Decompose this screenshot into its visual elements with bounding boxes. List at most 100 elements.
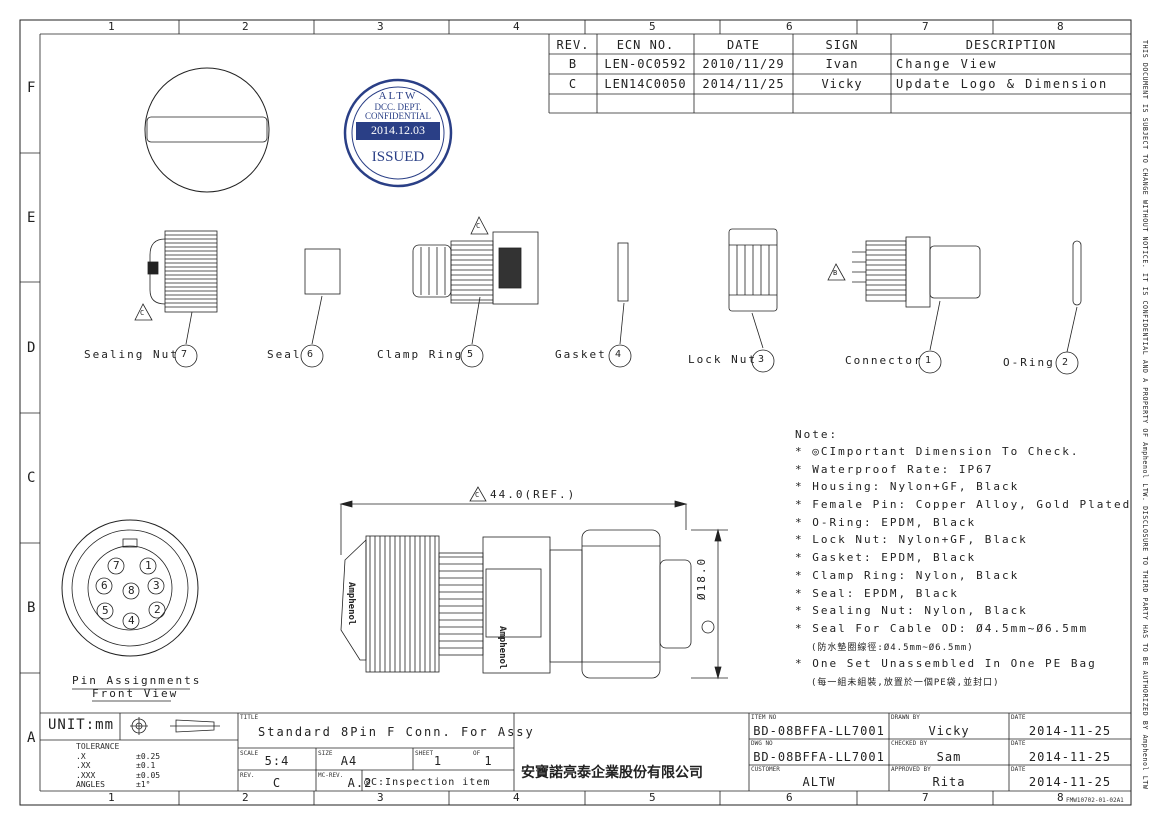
- revision-cell: LEN-0C0592: [604, 57, 687, 71]
- stamp-date: 2014.12.03: [371, 123, 425, 137]
- revision-cell: B: [568, 57, 578, 71]
- pin-number: 7: [113, 559, 120, 572]
- note-item: * O-Ring: EPDM, Black: [795, 515, 977, 529]
- notes-block: Note: * ◎CImportant Dimension To Check. …: [795, 428, 1131, 693]
- gasket-drawing: [617, 242, 629, 302]
- item-no-label: ITEM NO: [751, 714, 777, 721]
- sheet-value: 1: [433, 754, 443, 768]
- row-label: E: [27, 210, 38, 226]
- connector-drawing: [852, 236, 981, 308]
- col-label: 3: [377, 20, 386, 33]
- marker-c: C: [475, 491, 480, 499]
- revision-cell: Change View: [896, 57, 998, 71]
- part-number: 3: [758, 354, 765, 365]
- revision-cell: Vicky: [821, 77, 863, 91]
- note-item: * One Set Unassembled In One PE Bag: [795, 657, 1097, 671]
- note-item: * Housing: Nylon+GF, Black: [795, 480, 1020, 494]
- part-number: 1: [925, 355, 932, 366]
- approved-value: Rita: [932, 775, 966, 789]
- of-label: OF: [473, 750, 481, 757]
- date-value: 2014-11-25: [1028, 750, 1112, 764]
- col-label: 7: [922, 20, 931, 33]
- approved-label: APPROVED BY: [891, 766, 931, 773]
- note-item: * Seal: EPDM, Black: [795, 586, 959, 600]
- revision-cell: Update Logo & Dimension: [896, 77, 1109, 91]
- length-dimension: 44.0(REF.): [490, 488, 577, 501]
- col-label: 2: [242, 791, 251, 804]
- note-item: (每一組未組裝,放置於一個PE袋,並封口): [811, 677, 1000, 688]
- note-item: * Waterproof Rate: IP67: [795, 462, 994, 476]
- marker-c: C: [140, 309, 145, 317]
- top-view-cap: [144, 67, 270, 193]
- date-label: DATE: [1011, 714, 1026, 721]
- callout-circles: [174, 344, 1079, 375]
- mcrev-value: A.2: [347, 776, 373, 790]
- of-value: 1: [484, 754, 493, 768]
- lock-nut-drawing: [728, 228, 778, 312]
- rev-label: REV.: [240, 772, 255, 779]
- title-block-lines: [40, 712, 1131, 791]
- mcrev-label: MC-REV.: [318, 772, 344, 779]
- issued-stamp: [343, 78, 453, 188]
- row-label: D: [27, 340, 38, 356]
- scale-label: SCALE: [240, 750, 259, 757]
- revision-cell: C: [568, 77, 578, 91]
- pin-number: 8: [128, 584, 135, 597]
- part-number: 5: [467, 349, 474, 360]
- date-value: 2014-11-25: [1028, 775, 1112, 789]
- part-label-sealing-nut: Sealing Nut: [84, 348, 179, 361]
- notes-title: Note:: [795, 428, 839, 441]
- part-label-seal: Seal: [267, 348, 302, 361]
- row-label: C: [27, 470, 38, 486]
- note-item: * Seal For Cable OD: Ø4.5mm~Ø6.5mm: [795, 621, 1089, 635]
- drawing-title: Standard 8Pin F Conn. For Assy: [258, 725, 535, 739]
- part-number: 7: [181, 349, 188, 360]
- pin-number: 6: [101, 579, 108, 592]
- pin-number: 3: [153, 579, 160, 592]
- row-ticks: [20, 152, 40, 674]
- diameter-dimension: Ø18.0: [695, 556, 708, 600]
- customer-value: ALTW: [802, 775, 836, 789]
- revision-cell: 2010/11/29: [702, 57, 785, 71]
- col-label: 1: [108, 791, 117, 804]
- tolerance-label: .X: [76, 752, 86, 761]
- triangle-markers: [134, 216, 846, 502]
- col-label: 8: [1057, 20, 1066, 33]
- pin-assignments-title: Pin Assignments: [72, 674, 202, 687]
- rev-header: REV.: [556, 38, 590, 52]
- scale-value: 5:4: [264, 754, 290, 768]
- row-label: F: [27, 80, 38, 96]
- revision-cell: Ivan: [825, 57, 859, 71]
- inspection-note: ◎C:Inspection item: [364, 777, 491, 788]
- tolerance-value: ±0.05: [136, 770, 161, 780]
- sign-header: SIGN: [825, 38, 859, 52]
- part-number: 2: [1062, 357, 1069, 368]
- col-label: 5: [649, 20, 658, 33]
- col-label: 6: [786, 791, 795, 804]
- row-label: A: [27, 730, 38, 746]
- note-item: (防水墊圈線徑:Ø4.5mm~Ø6.5mm): [811, 642, 974, 653]
- assembled-view: [339, 500, 728, 680]
- column-ticks: [178, 20, 994, 805]
- drawn-label: DRAWN BY: [891, 714, 920, 721]
- company-name: 安寶諾亮泰企業股份有限公司: [521, 765, 703, 781]
- customer-label: CUSTOMER: [751, 766, 780, 773]
- part-number: 4: [615, 349, 622, 360]
- dwg-no-value: BD-08BFFA-LL7001: [753, 750, 885, 764]
- tolerance-value: ±0.25: [136, 752, 161, 761]
- stamp-dept: DCC. DEPT.: [374, 102, 422, 112]
- pin-assignments-subtitle: Front View: [92, 687, 179, 700]
- marker-c: C: [476, 222, 481, 230]
- part-number: 6: [307, 349, 314, 360]
- note-item: * Female Pin: Copper Alloy, Gold Plated: [795, 498, 1132, 512]
- seal-drawing: [304, 248, 341, 295]
- size-label: SIZE: [318, 750, 333, 757]
- col-label: 8: [1057, 791, 1066, 804]
- clamp-ring-drawing: [412, 231, 539, 305]
- col-label: 2: [242, 20, 251, 33]
- col-label: 3: [377, 791, 386, 804]
- part-label-gasket: Gasket: [555, 348, 607, 361]
- size-value: A4: [340, 754, 358, 768]
- checked-label: CHECKED BY: [891, 740, 928, 747]
- sealing-nut-drawing: [147, 230, 218, 313]
